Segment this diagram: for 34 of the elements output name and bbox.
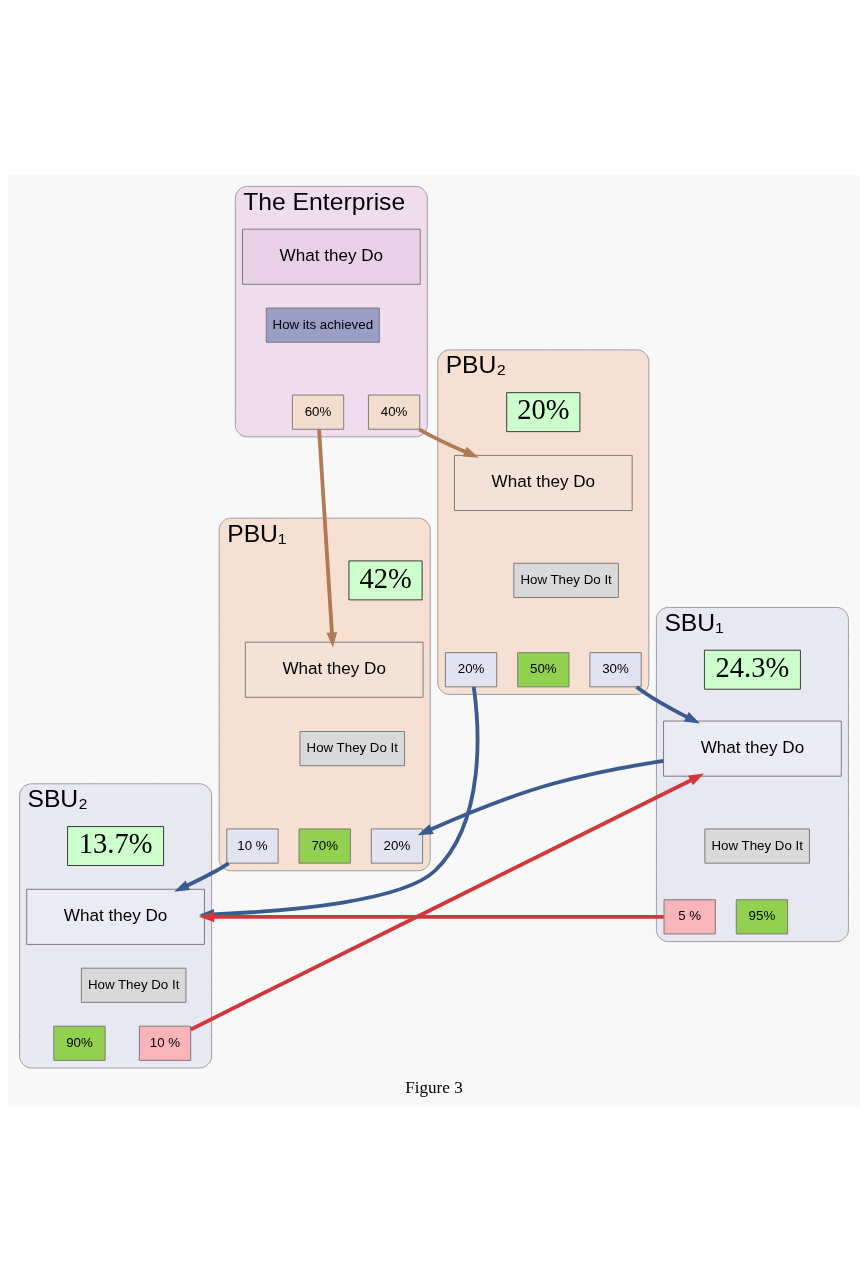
node-box: 90%: [53, 1025, 106, 1061]
node-box: 13.7%: [67, 825, 165, 866]
node-box: How They Do It: [704, 827, 810, 864]
node-box: 10 %: [138, 1025, 192, 1061]
node-box: How They Do It: [299, 730, 405, 766]
node-box: 60%: [291, 394, 345, 430]
arrow: [417, 758, 664, 835]
node-box: 42%: [348, 559, 423, 600]
node-box: What they Do: [244, 641, 424, 698]
caption: Figure 3: [405, 1077, 463, 1097]
node-box: 20%: [506, 391, 581, 432]
node-box: 70%: [298, 827, 351, 864]
node-box: 20%: [444, 651, 498, 687]
node-box: What they Do: [26, 888, 205, 945]
node-box: How They Do It: [80, 967, 187, 1003]
arrow: [418, 427, 479, 458]
arrow: [198, 911, 664, 922]
arrow: [174, 861, 230, 892]
node-box: 50%: [517, 651, 570, 687]
node-box: What they Do: [242, 228, 421, 285]
arrow: [317, 428, 338, 648]
arrow: [635, 685, 700, 724]
node-box: 5 %: [663, 898, 716, 934]
node-box: 20%: [370, 827, 424, 864]
node-box: 40%: [367, 394, 421, 430]
node-box: What they Do: [453, 454, 633, 511]
node-box: 95%: [735, 898, 789, 934]
node-box: How its achieved: [265, 307, 380, 343]
node-box: 24.3%: [703, 649, 801, 690]
node-box: 30%: [589, 651, 642, 687]
node-box: 10 %: [226, 827, 279, 864]
arrow: [189, 773, 705, 1031]
node-box: What they Do: [663, 720, 842, 777]
node-box: How They Do It: [513, 562, 619, 598]
